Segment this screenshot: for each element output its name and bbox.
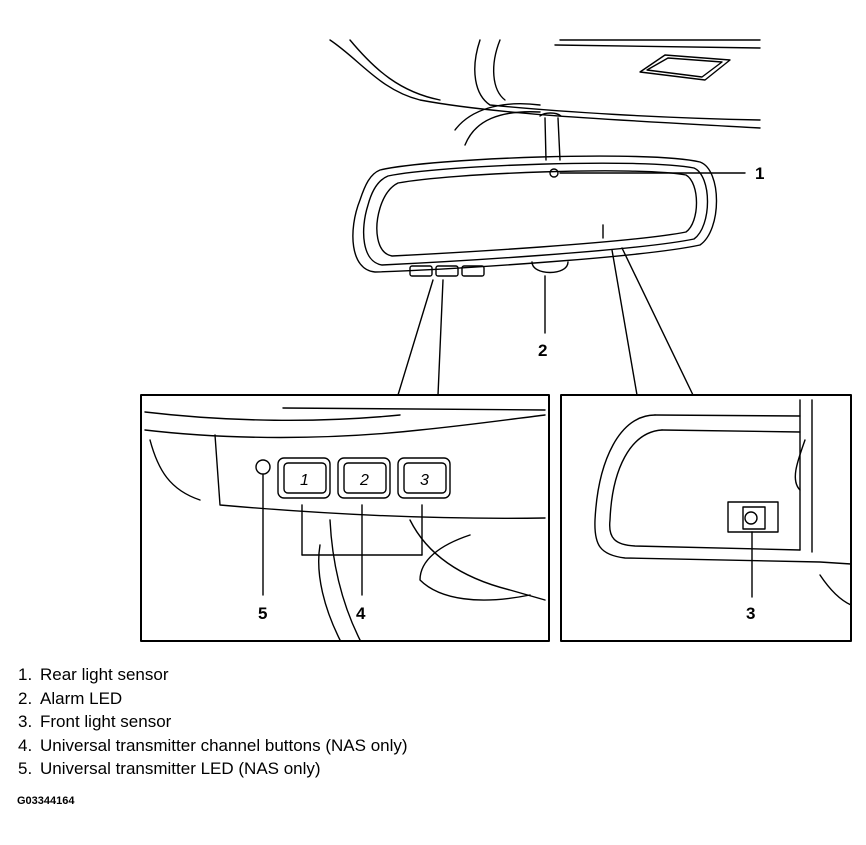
alarm-led — [531, 261, 569, 274]
legend-item: 1.Rear light sensor — [18, 665, 169, 684]
figure-id: G03344164 — [17, 795, 75, 807]
rear-light-sensor — [549, 168, 559, 178]
callout-4: 4 — [356, 604, 366, 623]
callout-1: 1 — [755, 164, 764, 183]
mirror-button-2 — [435, 265, 459, 277]
front-light-sensor — [727, 501, 779, 533]
callout-labels: 1 2 3 4 5 — [258, 164, 764, 623]
mirror-leaders — [397, 172, 746, 396]
legend-item: 3.Front light sensor — [18, 712, 172, 731]
button-label-1: 1 — [300, 472, 309, 489]
channel-buttons — [277, 457, 451, 499]
detail-box-left — [140, 394, 550, 642]
callout-3: 3 — [746, 604, 755, 623]
transmitter-led — [255, 459, 271, 475]
legend-item: 2.Alarm LED — [18, 688, 123, 708]
legend-list: 1.Rear light sensor 2.Alarm LED 3.Front … — [18, 663, 408, 781]
headliner-outline — [329, 39, 761, 146]
callout-5: 5 — [258, 604, 267, 623]
legend-item: 5.Universal transmitter LED (NAS only) — [18, 759, 321, 778]
mirror-button-1 — [409, 265, 433, 277]
callout-2: 2 — [538, 341, 547, 360]
detail-box-right — [560, 394, 852, 642]
mirror-stem — [539, 112, 562, 161]
button-label-3: 3 — [420, 472, 429, 489]
mirror-diagram: 1 2 3 4 5 1 2 3 — [140, 39, 852, 642]
button-number-labels: 1 2 3 — [300, 472, 429, 489]
legend-item: 4.Universal transmitter channel buttons … — [18, 735, 408, 755]
button-label-2: 2 — [359, 472, 369, 489]
mirror-body — [352, 155, 718, 277]
mirror-button-3 — [461, 265, 485, 277]
